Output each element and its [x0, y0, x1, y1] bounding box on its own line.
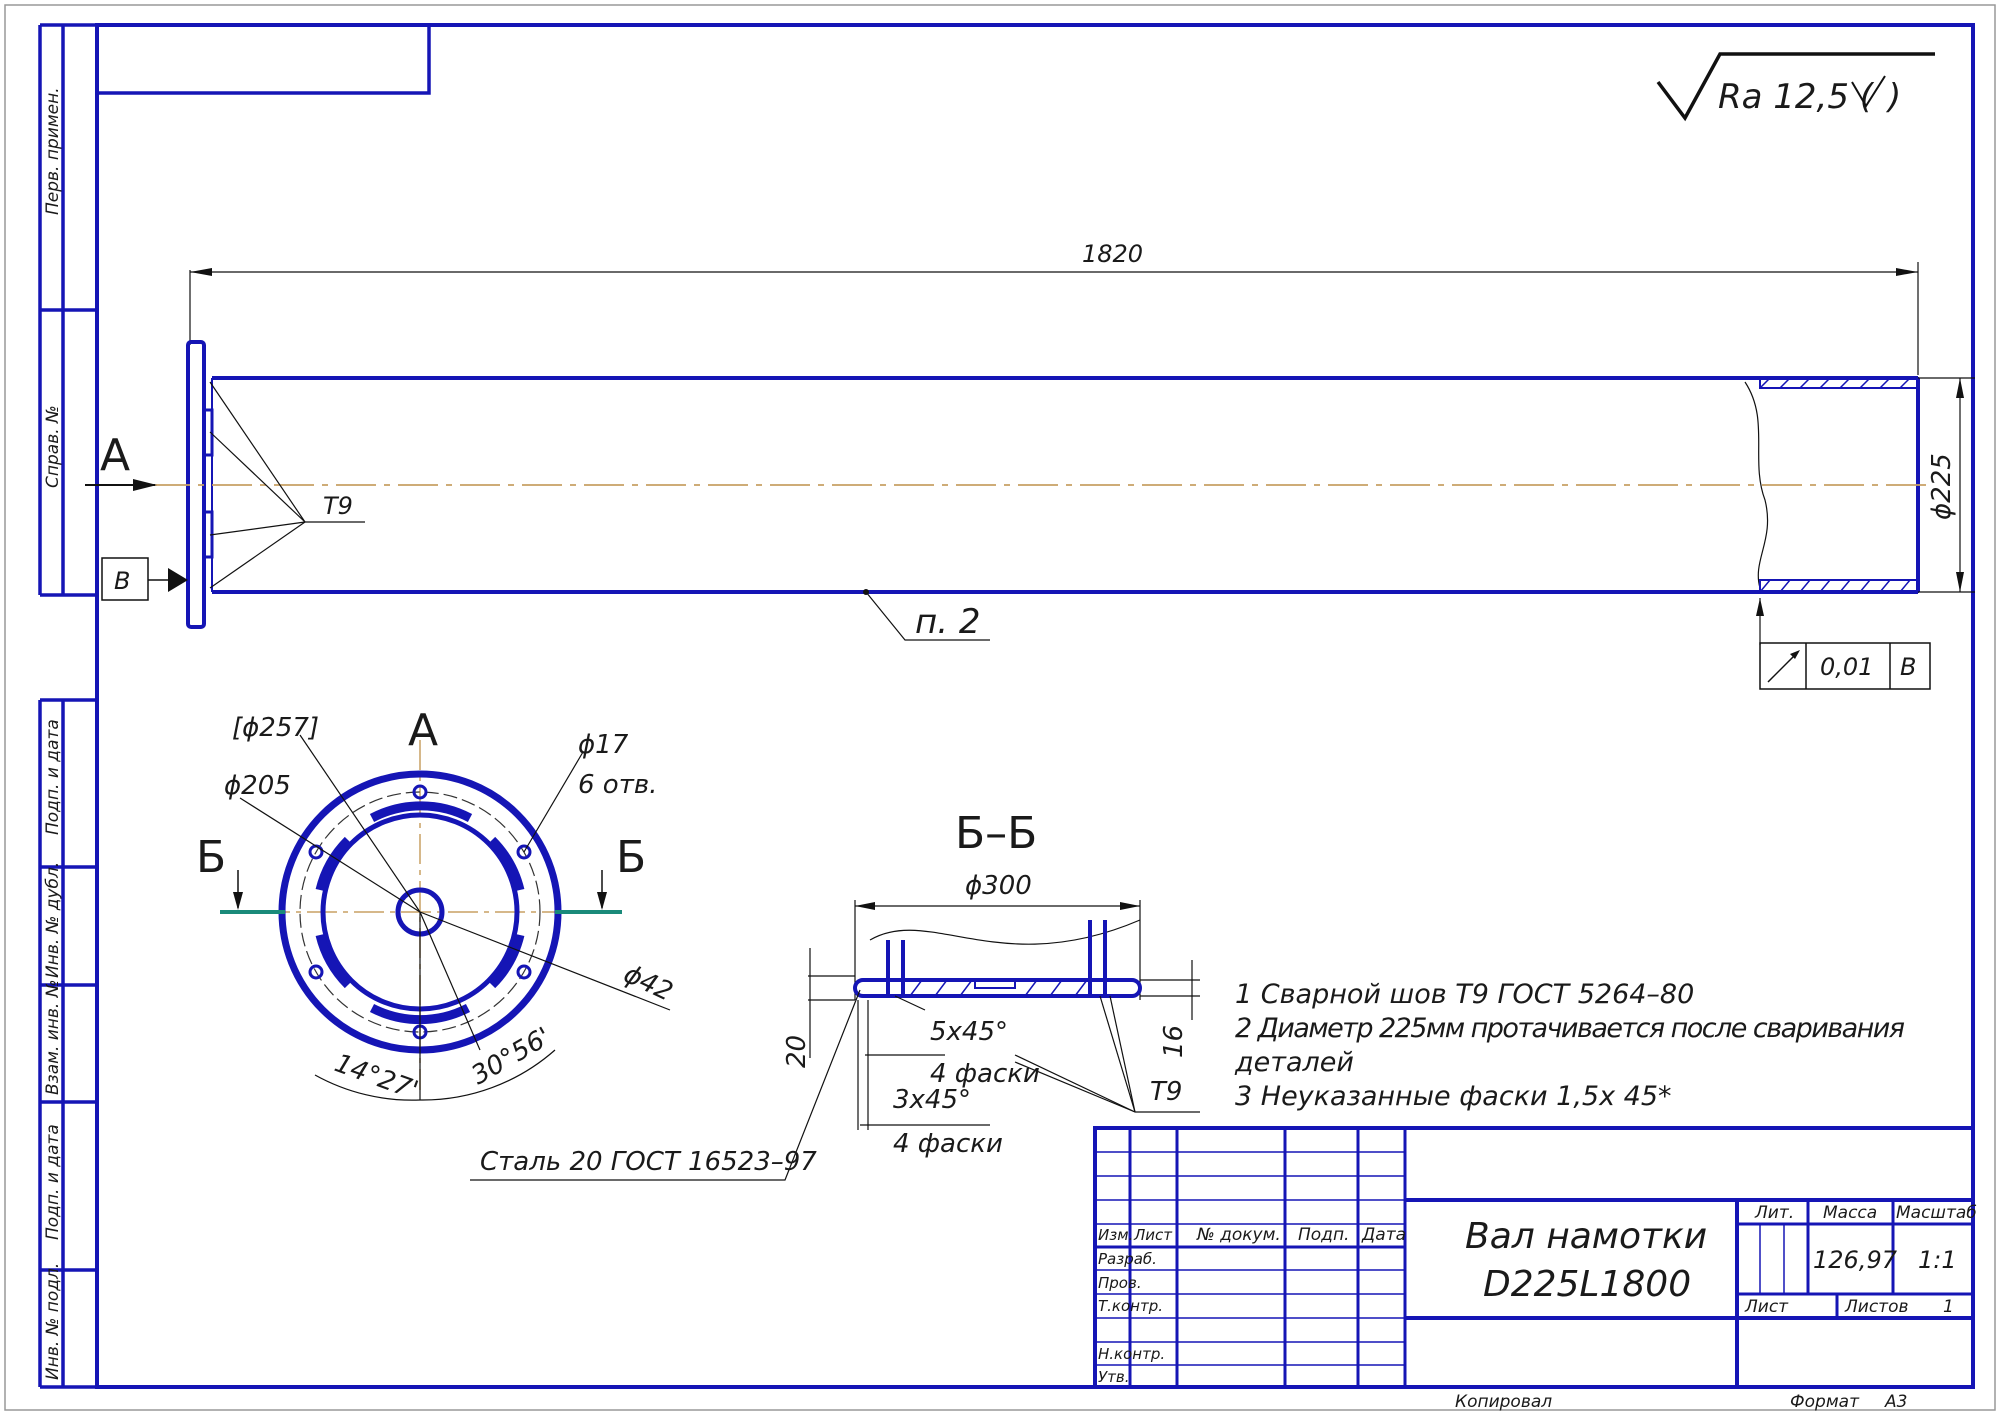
roughness-close: ) — [1885, 77, 1901, 117]
length-label: 1820 — [1082, 240, 1143, 268]
h16-label: 16 — [1159, 1025, 1189, 1058]
tolerance-value: 0,01 — [1820, 653, 1873, 681]
tb-lit: Лит. — [1754, 1203, 1794, 1223]
tb-col-sign: Подп. — [1298, 1225, 1349, 1245]
view-a-arrow-label: A — [100, 430, 130, 481]
ang2-label: 30°56' — [467, 1022, 557, 1091]
sheet-edge — [4, 4, 1996, 1411]
tb-col-list: Лист — [1133, 1226, 1173, 1244]
tb-sheets: Листов — [1844, 1297, 1909, 1317]
section-title: Б–Б — [955, 808, 1037, 859]
note-2-cont: деталей — [1234, 1047, 1354, 1078]
tb-mass: Масса — [1823, 1203, 1877, 1223]
roughness-symbol: Ra 12,5 ( ) — [1656, 52, 1935, 122]
title-block — [1093, 1126, 1975, 1389]
material-label: Сталь 20 ГОСТ 16523–97 — [480, 1147, 817, 1177]
note-3: 3 Неуказанные фаски 1,5х 45* — [1235, 1081, 1672, 1112]
side-label-podp1: Подп. и дата — [43, 719, 63, 835]
tb-col-date: Дата — [1361, 1225, 1406, 1245]
section-right-label: Б — [616, 832, 646, 883]
view-a-title: A — [408, 705, 438, 756]
tb-title-line2: D225L1800 — [1483, 1264, 1691, 1305]
tolerance-datum: B — [1900, 653, 1916, 681]
datum-label: B — [114, 567, 130, 595]
side-label-perv: Перв. примен. — [43, 87, 63, 215]
d42-label: ϕ42 — [619, 959, 677, 1007]
d17-label: ϕ17 — [578, 730, 629, 760]
note-1: 1 Сварной шов Т9 ГОСТ 5264–80 — [1235, 979, 1694, 1010]
footer-format-value: А3 — [1884, 1392, 1907, 1412]
roughness-text: Ra 12,5 ( — [1718, 77, 1875, 117]
footer-format: Формат — [1790, 1392, 1860, 1412]
section-left-label: Б — [196, 832, 226, 883]
d205-label: ϕ205 — [224, 771, 291, 801]
diameter-dimension — [1918, 377, 1975, 593]
main-frame — [95, 23, 1975, 1389]
tb-title-line1: Вал намотки — [1465, 1216, 1707, 1257]
weld-leader — [209, 381, 365, 589]
side-label-vzam: Взам. инв. № — [43, 980, 63, 1095]
diameter-label: ϕ225 — [1927, 453, 1957, 520]
tb-scale-value: 1:1 — [1918, 1246, 1957, 1274]
chamfer2-label: 3x45° — [893, 1085, 971, 1115]
holes-label: 6 отв. — [578, 770, 657, 800]
chamfer1-label: 5x45° — [930, 1017, 1008, 1047]
tb-sheet: Лист — [1744, 1297, 1789, 1317]
note-ref-label: п. 2 — [915, 602, 980, 642]
note-2: 2 Диаметр 225мм протачивается после свар… — [1235, 1013, 1905, 1044]
tb-col-doc: № докум. — [1196, 1225, 1281, 1245]
side-label-inv-podl: Инв. № подл. — [43, 1263, 63, 1380]
tb-prov: Пров. — [1098, 1274, 1142, 1292]
side-label-sprav: Справ. № — [43, 405, 63, 488]
tb-col-izm: Изм. — [1098, 1226, 1133, 1244]
tolerance-frame — [1756, 598, 1931, 690]
d257-label: [ϕ257] — [232, 713, 319, 743]
side-label-inv-dubl: Инв. № дубл. — [43, 862, 63, 978]
tb-scale: Масштаб — [1896, 1203, 1977, 1223]
section-view — [470, 900, 1200, 1181]
tb-mass-value: 126,97 — [1813, 1246, 1898, 1274]
tb-sheets-value: 1 — [1943, 1297, 1954, 1317]
chamfer1-count: 4 фаски — [930, 1059, 1040, 1089]
chamfer2-count: 4 фаски — [893, 1129, 1003, 1159]
tb-utv: Утв. — [1098, 1368, 1130, 1386]
tb-tkontr: Т.контр. — [1098, 1297, 1163, 1315]
left-strip — [38, 23, 97, 1389]
h20-label: 20 — [782, 1035, 812, 1068]
top-left-box — [95, 23, 431, 95]
weld2-label: T9 — [1150, 1077, 1182, 1107]
datum-box — [101, 557, 149, 601]
tb-razrab: Разраб. — [1098, 1250, 1157, 1268]
side-label-podp2: Подп. и дата — [43, 1124, 63, 1240]
length-dimension — [189, 262, 1919, 375]
note-ref-leader — [865, 591, 990, 641]
tb-nkontr: Н.контр. — [1098, 1345, 1165, 1363]
d300-label: ϕ300 — [965, 871, 1032, 901]
footer-copied: Копировал — [1455, 1392, 1552, 1412]
weld-label: T9 — [323, 492, 353, 520]
datum-triangle — [168, 568, 188, 592]
